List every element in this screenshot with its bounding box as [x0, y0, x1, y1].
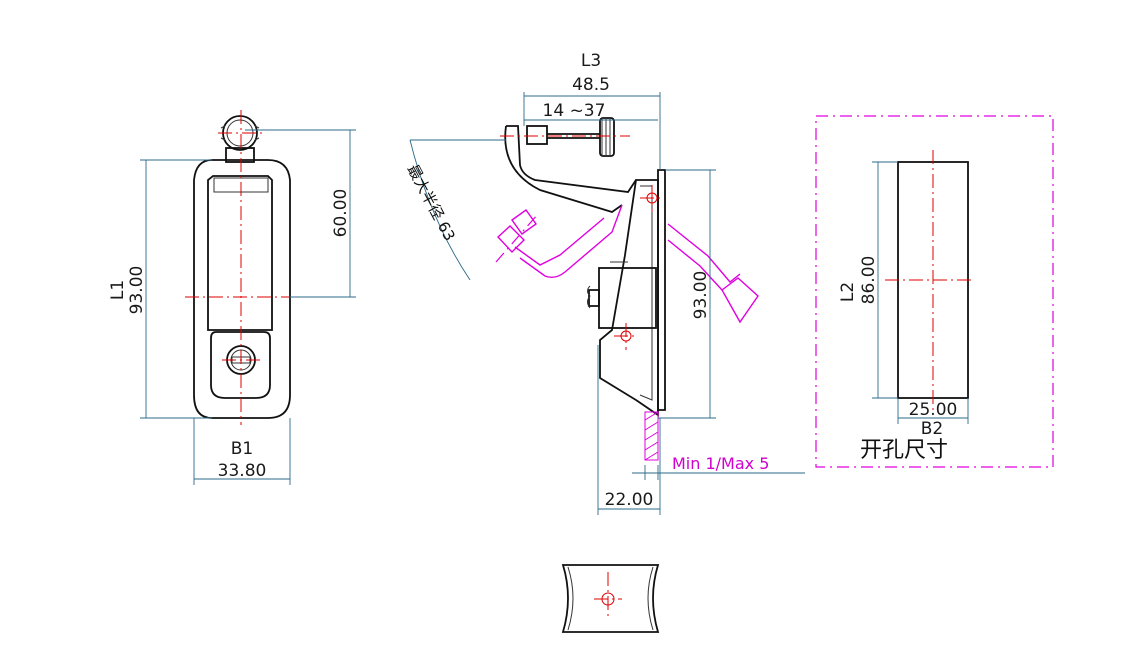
- side-plate: [657, 169, 666, 411]
- handle-knob: [220, 115, 260, 163]
- front-view: L1 93.00 60.00 B1 33.80: [108, 110, 356, 485]
- b1-label: B1: [231, 439, 253, 459]
- swing-handle-open: [495, 204, 623, 279]
- radius-note: 最大半径 63: [403, 161, 458, 243]
- l1-value: 93.00: [127, 266, 147, 315]
- front-outer-body: [193, 159, 291, 419]
- l3-value: 48.5: [572, 75, 610, 95]
- l3-label: L3: [581, 51, 601, 71]
- l2-label: L2: [838, 282, 858, 302]
- side-body: [599, 179, 659, 417]
- side-view: 最大半径 63 L3 48.5 14 ~37 93.00 22.00 Min 1…: [403, 51, 805, 515]
- b1-value: 33.80: [218, 461, 267, 481]
- panel-thickness-note: Min 1/Max 5: [672, 454, 769, 473]
- radius-arc: [409, 139, 471, 281]
- panel-section: [644, 411, 659, 461]
- bottom-body: [561, 564, 660, 633]
- handle-arm: [504, 125, 637, 213]
- l1-label: L1: [108, 280, 128, 300]
- front-handle: [207, 175, 273, 331]
- b2-value: 25.00: [909, 400, 958, 420]
- center-dim-value: 60.00: [331, 189, 351, 238]
- lock-block: [598, 267, 657, 329]
- adjust-range: 14 ~37: [543, 101, 606, 121]
- cutout-view: L2 86.00 25.00 B2 开孔尺寸: [815, 115, 1054, 468]
- cutout-title: 开孔尺寸: [860, 438, 948, 463]
- depth-value: 22.00: [605, 490, 654, 510]
- bottom-view: [561, 564, 660, 633]
- side-height-value: 93.00: [691, 271, 711, 320]
- swing-handle-closed: [667, 223, 759, 324]
- cutout-frame: [815, 115, 1054, 468]
- adjust-bolt: [526, 117, 615, 157]
- lock-housing: [210, 331, 271, 399]
- l2-value: 86.00: [859, 256, 879, 305]
- b2-label: B2: [921, 419, 943, 439]
